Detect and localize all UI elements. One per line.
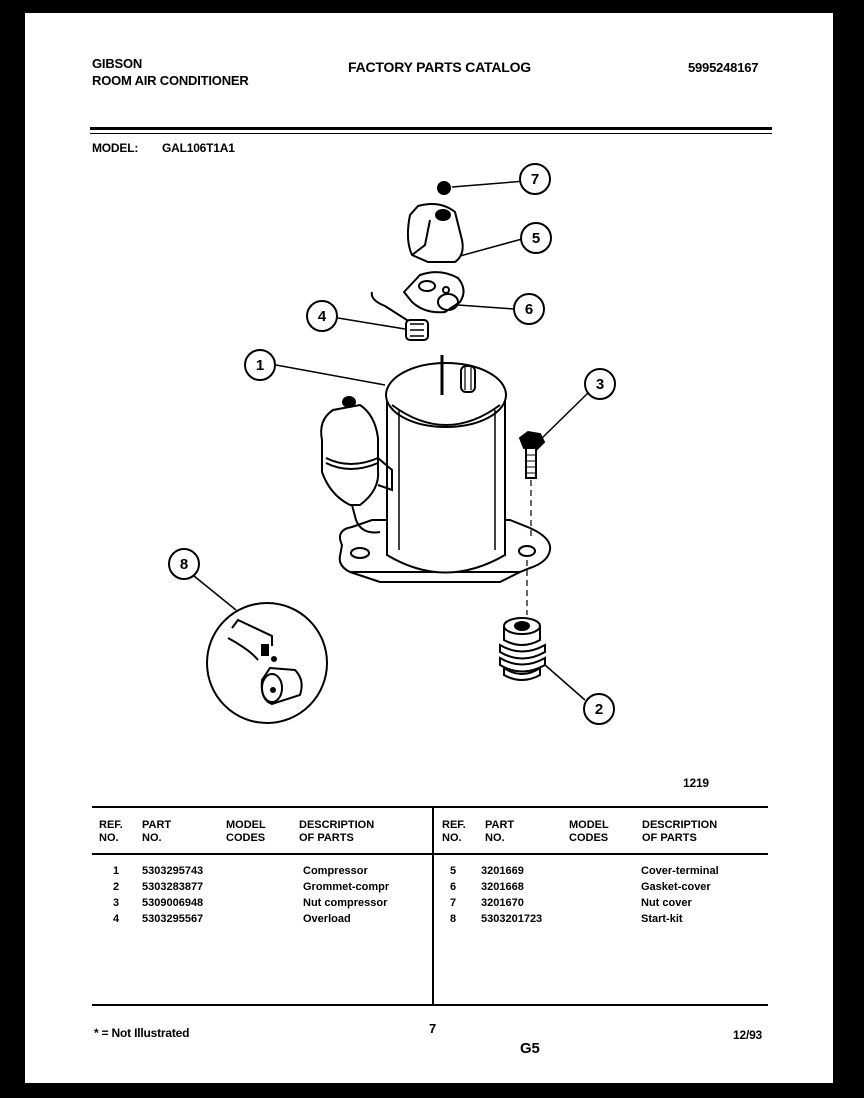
base-hole-left	[350, 547, 370, 559]
compressor-nut	[518, 430, 546, 452]
callout-5-circle	[520, 222, 552, 254]
compressor-shell	[386, 395, 506, 574]
row-ref: 6	[450, 881, 457, 893]
callout-4: 4	[318, 308, 327, 325]
model-value: GAL106T1A1	[162, 141, 235, 155]
terminal-cover	[406, 203, 464, 263]
callout-7-circle	[519, 163, 551, 195]
catalog-title: FACTORY PARTS CATALOG	[348, 59, 531, 75]
callout-6-circle	[513, 293, 545, 325]
row-description: Grommet-compr	[303, 881, 390, 893]
row-part-number: 5303283877	[142, 881, 204, 893]
callout-6: 6	[525, 301, 533, 318]
row-ref: 4	[113, 913, 120, 925]
row-ref: 1	[113, 865, 120, 877]
row-description: Cover-terminal	[641, 865, 719, 877]
row-part-number: 3201670	[481, 897, 524, 909]
header-rule-thin	[90, 133, 772, 134]
nut-cover	[437, 181, 451, 195]
row-part-number: 5303201723	[481, 913, 543, 925]
row-description: Start-kit	[641, 913, 683, 925]
callout-8: 8	[180, 556, 188, 573]
callout-3-circle	[584, 368, 616, 400]
model-label: MODEL:	[92, 141, 139, 155]
row-part-number: 3201669	[481, 865, 524, 877]
callout-8-circle	[168, 548, 200, 580]
table-top-rule	[92, 806, 768, 808]
callout-5: 5	[532, 230, 540, 247]
figure-number: 1219	[683, 776, 709, 790]
row-description: Gasket-cover	[641, 881, 711, 893]
page-number: 7	[429, 1021, 437, 1036]
row-description: Overload	[303, 913, 351, 925]
row-ref: 3	[113, 897, 120, 909]
row-ref: 7	[450, 897, 457, 909]
row-ref: 8	[450, 913, 457, 925]
brand-name: GIBSON	[92, 56, 143, 71]
callout-2: 2	[595, 701, 603, 718]
grommet	[499, 617, 546, 681]
header-ref-left: REF.NO.	[99, 819, 123, 844]
row-part-number: 5309006948	[142, 897, 204, 909]
table-header-rule	[92, 853, 768, 855]
callout-1: 1	[256, 357, 264, 374]
base-hole-right	[518, 545, 536, 557]
gasket-cover	[402, 271, 465, 314]
row-part-number: 5303295567	[142, 913, 204, 925]
table-center-divider	[432, 806, 434, 1006]
accumulator-bracket	[377, 457, 393, 492]
base-plate-outline	[338, 519, 552, 573]
row-description: Nut cover	[641, 897, 692, 909]
section-code: G5	[520, 1040, 540, 1057]
revision-date: 12/93	[733, 1028, 763, 1042]
product-name: ROOM AIR CONDITIONER	[92, 73, 249, 88]
callout-1-circle	[244, 349, 276, 381]
callout-3: 3	[596, 376, 604, 393]
header-ref-right: REF.NO.	[442, 819, 466, 844]
top-fitting	[460, 365, 476, 393]
callout-4-circle	[306, 300, 338, 332]
row-part-number: 3201668	[481, 881, 524, 893]
row-ref: 2	[113, 881, 120, 893]
row-part-number: 5303295743	[142, 865, 204, 877]
row-description: Compressor	[303, 865, 368, 877]
footnote: * = Not Illustrated	[94, 1026, 190, 1040]
accumulator	[320, 403, 380, 506]
callout-2-circle	[583, 693, 615, 725]
row-ref: 5	[450, 865, 457, 877]
catalog-number: 5995248167	[688, 60, 759, 75]
header-rule-thick	[90, 127, 772, 130]
row-description: Nut compressor	[303, 897, 388, 909]
table-bottom-rule	[92, 1004, 768, 1006]
callout-7: 7	[531, 171, 539, 188]
compressor-top	[385, 362, 507, 428]
start-kit-inset	[206, 602, 328, 724]
